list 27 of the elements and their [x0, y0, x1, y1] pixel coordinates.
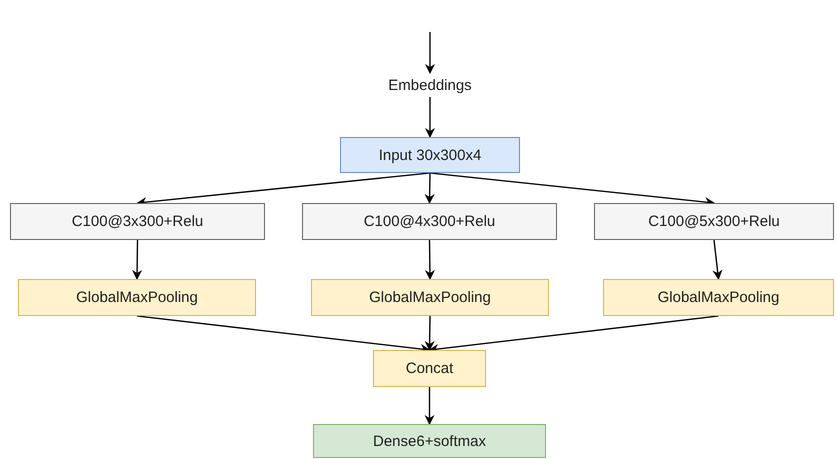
- layer-label: C100@3x300+Relu: [72, 213, 204, 230]
- layer-label: C100@5x300+Relu: [648, 213, 780, 230]
- layer-label: Dense6+softmax: [373, 432, 486, 450]
- layer-box: [603, 279, 834, 316]
- layer-label: Input 30x300x4: [378, 146, 482, 164]
- arrow: [424, 240, 435, 280]
- layer-label: Embeddings: [388, 76, 472, 94]
- layer-box: [18, 279, 256, 316]
- layer-label: C100@4x300+Relu: [364, 213, 496, 230]
- layer-box: [10, 203, 265, 240]
- arrow: [424, 387, 434, 425]
- layer-label: Concat: [406, 360, 454, 377]
- layer-box: [594, 203, 834, 240]
- layer-box: [340, 137, 520, 173]
- layer-label: GlobalMaxPooling: [658, 289, 780, 306]
- arrow: [424, 316, 435, 351]
- layer-box: [373, 350, 486, 387]
- arrow: [425, 97, 435, 138]
- arrow: [424, 172, 435, 204]
- arrow: [425, 32, 435, 74]
- layer-box: [313, 424, 546, 458]
- layer-label: GlobalMaxPooling: [76, 289, 198, 306]
- layer-box: [311, 279, 549, 316]
- arrow: [132, 240, 142, 280]
- arrow: [712, 240, 722, 280]
- layer-box: [302, 203, 557, 240]
- layer-label: GlobalMaxPooling: [369, 289, 491, 306]
